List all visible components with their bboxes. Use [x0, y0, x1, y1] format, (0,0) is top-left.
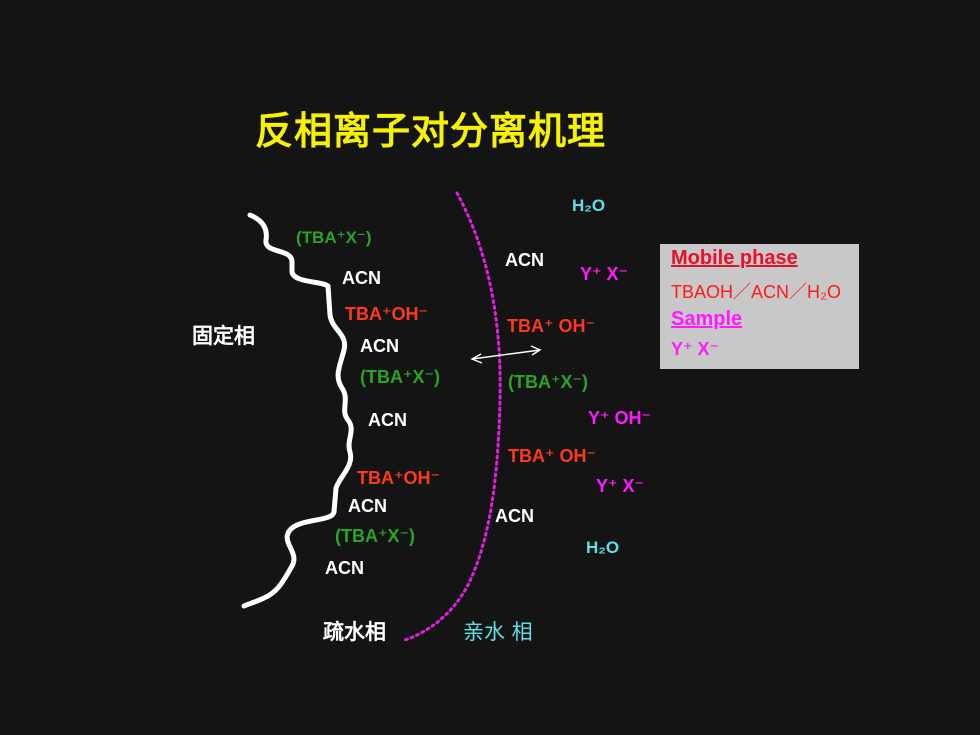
- left-tbax-label: (TBA⁺X⁻): [360, 367, 440, 387]
- left-acn-label: ACN: [348, 496, 387, 516]
- stationary-phase-label: 固定相: [192, 324, 255, 348]
- right-acn-label: ACN: [495, 506, 534, 526]
- hydrophilic-phase-label: 亲水 相: [463, 620, 533, 644]
- right-tbaoh-label: TBA⁺ OH⁻: [507, 316, 595, 336]
- right-tbaoh-label: TBA⁺ OH⁻: [508, 446, 596, 466]
- left-tbaoh-label: TBA⁺OH⁻: [357, 468, 440, 488]
- right-yoh-label: Y⁺ OH⁻: [588, 408, 652, 428]
- right-h2o-label: H₂O: [572, 196, 606, 215]
- left-tbaoh-label: TBA⁺OH⁻: [345, 304, 428, 324]
- sample-value: Y⁺ X⁻: [671, 339, 720, 359]
- phase-interface-dotted-line: [403, 191, 502, 642]
- right-yx-label: Y⁺ X⁻: [596, 476, 645, 496]
- mobile-phase-heading: Mobile phase: [671, 247, 798, 269]
- right-tbax-label: (TBA⁺X⁻): [508, 372, 588, 392]
- right-yx-label: Y⁺ X⁻: [580, 264, 629, 284]
- slide-title: 反相离子对分离机理: [255, 109, 607, 153]
- mobile-phase-value: TBAOH／ACN／H₂O: [671, 282, 841, 302]
- left-acn-label: ACN: [325, 558, 364, 578]
- right-acn-label: ACN: [505, 250, 544, 270]
- stationary-surface-line: [241, 212, 354, 609]
- left-acn-label: ACN: [368, 410, 407, 430]
- left-acn-label: ACN: [342, 268, 381, 288]
- left-tbax-label: (TBA⁺X⁻): [296, 228, 372, 247]
- exchange-double-arrow-icon: [470, 345, 542, 364]
- legend-box: Mobile phase TBAOH／ACN／H₂O Sample Y⁺ X⁻: [660, 244, 859, 369]
- left-acn-label: ACN: [360, 336, 399, 356]
- right-h2o-label: H₂O: [586, 538, 620, 557]
- sample-heading: Sample: [671, 308, 743, 330]
- hydrophobic-phase-label: 疏水相: [323, 620, 386, 644]
- left-tbax-label: (TBA⁺X⁻): [335, 526, 415, 546]
